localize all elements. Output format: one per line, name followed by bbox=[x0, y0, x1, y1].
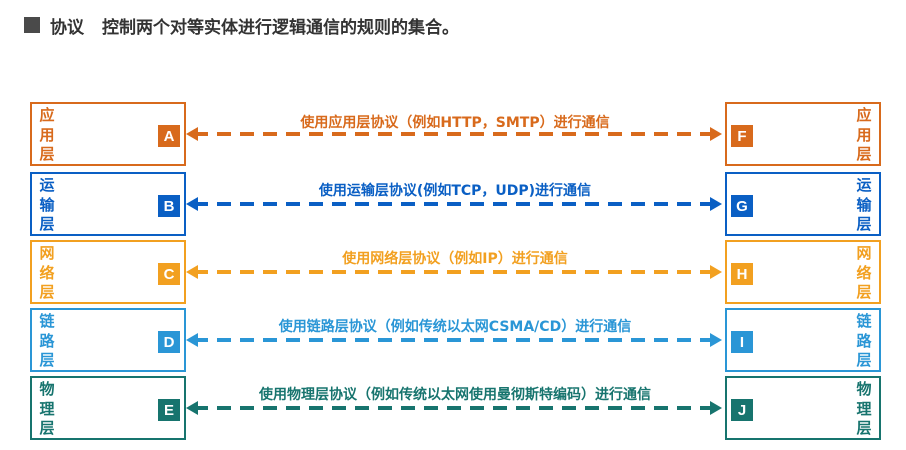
arrowhead-right-icon bbox=[710, 197, 722, 211]
entity-label: H bbox=[731, 263, 753, 285]
right-layer-link: 链路层 I bbox=[725, 308, 881, 372]
layer-name: 链路层 bbox=[856, 312, 872, 369]
arrowhead-left-icon bbox=[186, 333, 198, 347]
left-layer-link: 链路层 D bbox=[30, 308, 186, 372]
left-layer-physical: 物理层 E bbox=[30, 376, 186, 440]
left-layer-transport: 运输层 B bbox=[30, 172, 186, 236]
entity-label: G bbox=[731, 195, 753, 217]
arrowhead-right-icon bbox=[710, 127, 722, 141]
entity-label: I bbox=[731, 331, 753, 353]
layer-name: 运输层 bbox=[856, 176, 872, 233]
arrowhead-left-icon bbox=[186, 401, 198, 415]
arrowhead-right-icon bbox=[710, 401, 722, 415]
title-term: 协议 bbox=[50, 17, 84, 38]
entity-label: F bbox=[731, 125, 753, 147]
arrowhead-right-icon bbox=[710, 333, 722, 347]
entity-label: A bbox=[158, 125, 180, 147]
layer-name: 物理层 bbox=[856, 380, 872, 437]
right-layer-application: 应用层 F bbox=[725, 102, 881, 166]
arrowhead-left-icon bbox=[186, 127, 198, 141]
layer-name: 链路层 bbox=[39, 312, 55, 369]
layer-name: 应用层 bbox=[39, 106, 55, 163]
right-layer-physical: 物理层 J bbox=[725, 376, 881, 440]
protocol-label-link: 使用链路层协议（例如传统以太网CSMA/CD）进行通信 bbox=[278, 319, 632, 335]
left-layer-application: 应用层 A bbox=[30, 102, 186, 166]
slide-title: 协议 控制两个对等实体进行逻辑通信的规则的集合。 bbox=[24, 12, 459, 38]
protocol-label-application: 使用应用层协议（例如HTTP，SMTP）进行通信 bbox=[300, 115, 610, 131]
right-layer-network: 网络层 H bbox=[725, 240, 881, 304]
arrowhead-right-icon bbox=[710, 265, 722, 279]
title-definition: 控制两个对等实体进行逻辑通信的规则的集合。 bbox=[102, 17, 459, 38]
layer-name: 应用层 bbox=[856, 106, 872, 163]
entity-label: J bbox=[731, 399, 753, 421]
left-layer-network: 网络层 C bbox=[30, 240, 186, 304]
entity-label: B bbox=[158, 195, 180, 217]
protocol-label-transport: 使用运输层协议(例如TCP，UDP)进行通信 bbox=[318, 183, 592, 199]
layer-name: 网络层 bbox=[856, 244, 872, 301]
protocol-label-physical: 使用物理层协议（例如传统以太网使用曼彻斯特编码）进行通信 bbox=[259, 387, 651, 403]
entity-label: C bbox=[158, 263, 180, 285]
right-layer-transport: 运输层 G bbox=[725, 172, 881, 236]
title-bullet-icon bbox=[24, 17, 40, 33]
layer-name: 运输层 bbox=[39, 176, 55, 233]
entity-label: E bbox=[158, 399, 180, 421]
arrowhead-left-icon bbox=[186, 197, 198, 211]
layer-name: 网络层 bbox=[39, 244, 55, 301]
layer-name: 物理层 bbox=[39, 380, 55, 437]
arrowhead-left-icon bbox=[186, 265, 198, 279]
entity-label: D bbox=[158, 331, 180, 353]
protocol-label-network: 使用网络层协议（例如IP）进行通信 bbox=[342, 251, 568, 267]
